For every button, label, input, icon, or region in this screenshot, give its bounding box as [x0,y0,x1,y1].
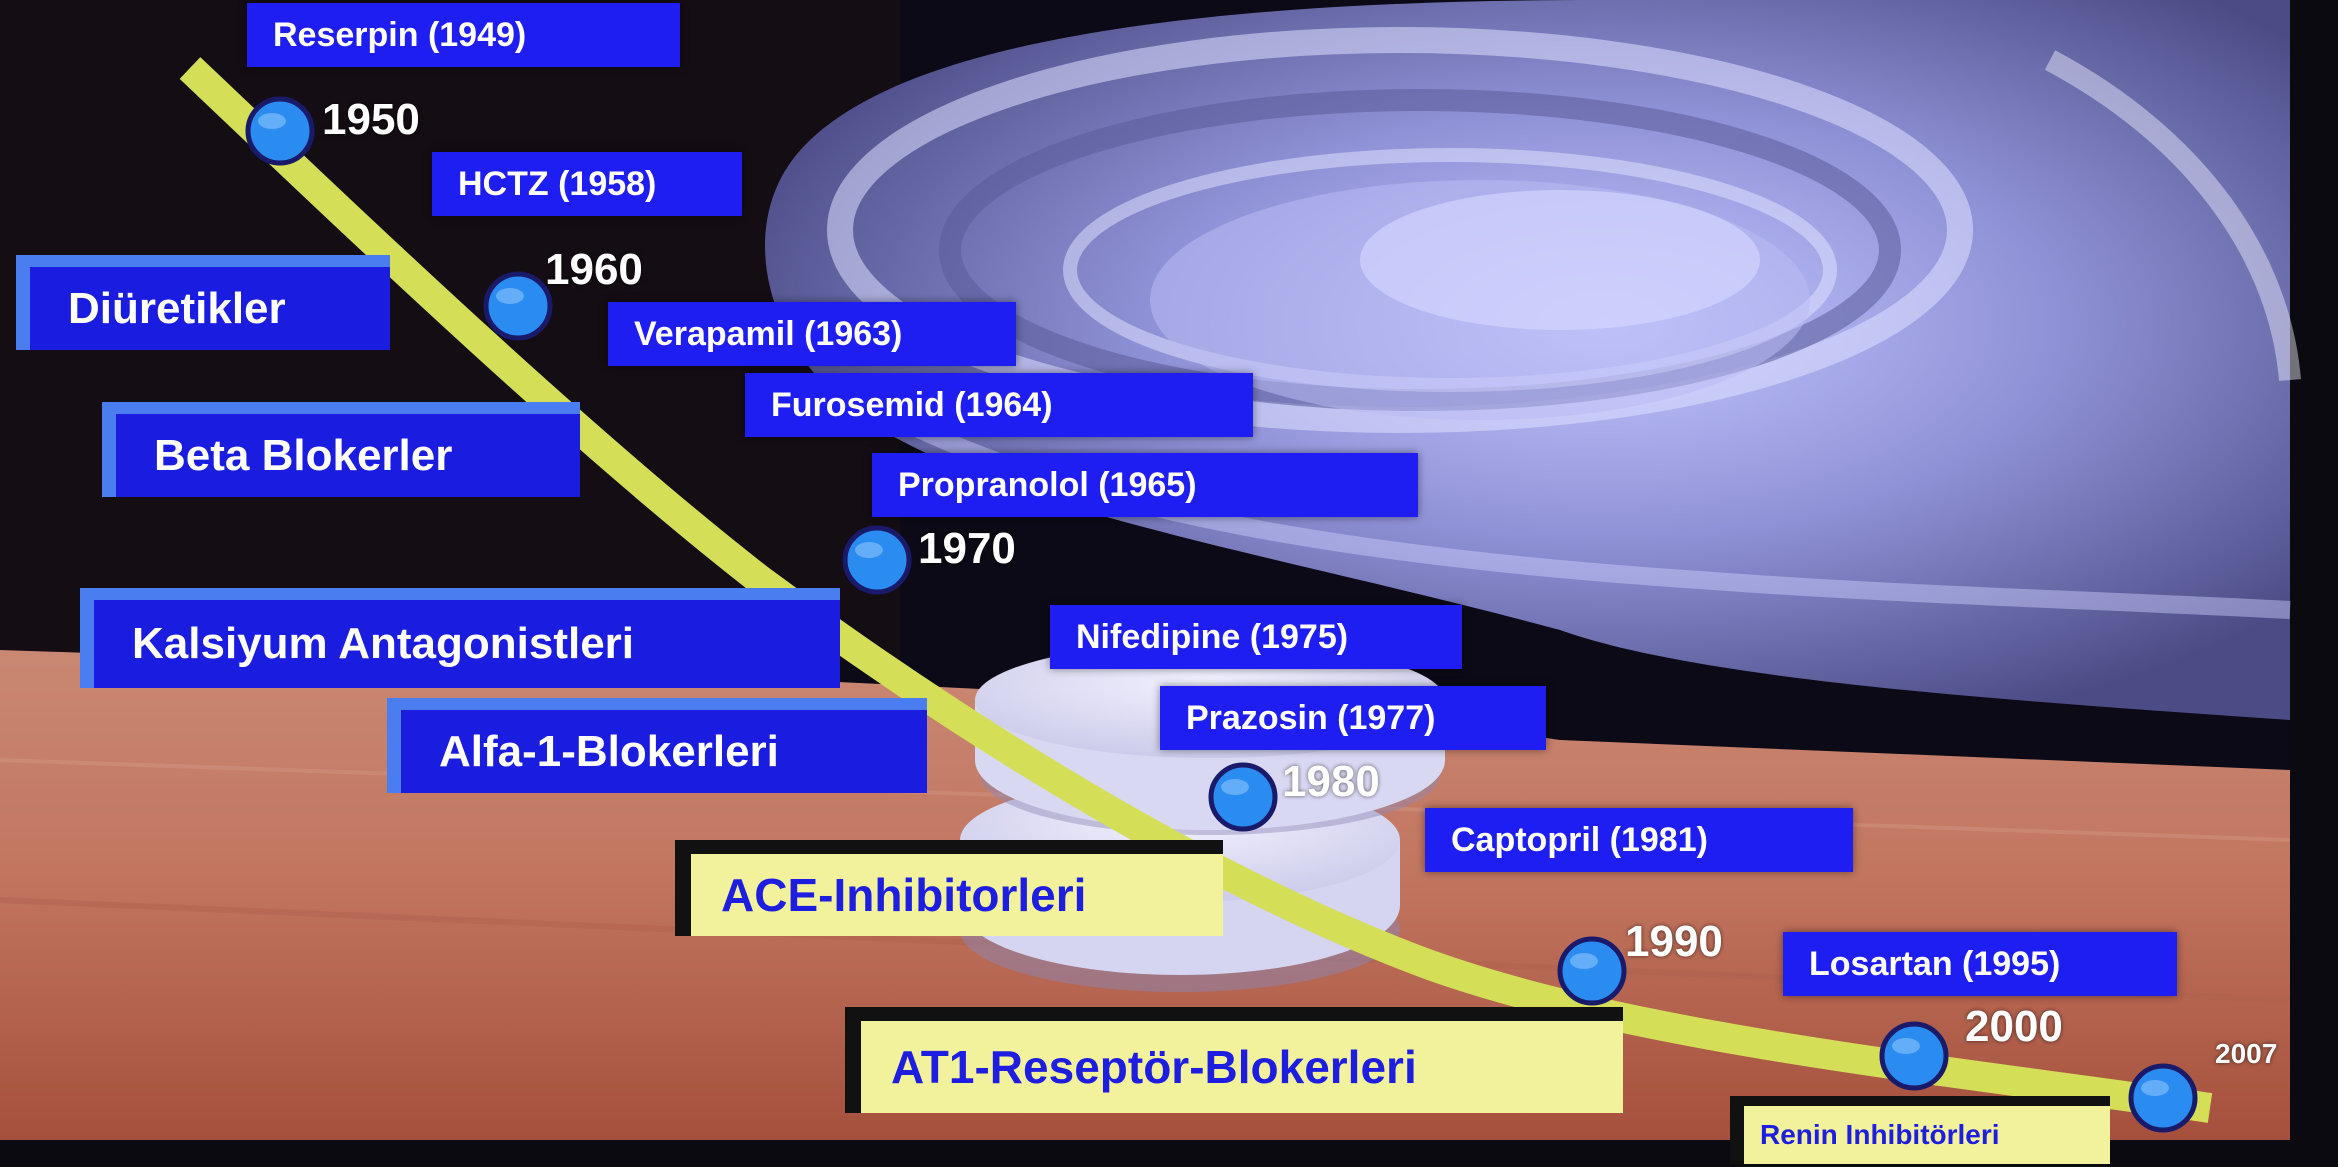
timeline-node-highlight [1221,779,1249,795]
timeline-node-highlight [1892,1038,1920,1054]
timeline-node-2000 [1882,1024,1946,1088]
class-label-ace-inhibitorleri: ACE-Inhibitorleri [675,840,1223,936]
drug-label-reserpin: Reserpin (1949) [247,3,680,67]
class-label-beta-blokerler: Beta Blokerler [102,402,580,497]
drug-label-hctz: HCTZ (1958) [432,152,742,216]
timeline-node-2007 [2131,1066,2195,1130]
timeline-node-highlight [496,288,524,304]
year-label-2000: 2000 [1965,1005,2063,1049]
drug-label-nifedipine: Nifedipine (1975) [1050,605,1462,669]
timeline-node-highlight [258,113,286,129]
timeline-node-1970 [845,528,909,592]
timeline-node-highlight [1570,953,1598,969]
year-label-2007: 2007 [2215,1040,2277,1068]
year-label-1990: 1990 [1625,920,1723,964]
drug-label-captopril: Captopril (1981) [1425,808,1853,872]
timeline-node-1960 [486,274,550,338]
class-label-kalsiyum-antagonistleri: Kalsiyum Antagonistleri [80,588,840,688]
class-label-at1-reseptor-blokerleri: AT1-Reseptör-Blokerleri [845,1007,1623,1113]
drug-label-verapamil: Verapamil (1963) [608,302,1016,366]
drug-label-prazosin: Prazosin (1977) [1160,686,1546,750]
timeline-node-1980 [1211,765,1275,829]
timeline-node-highlight [2141,1080,2169,1096]
year-label-1960: 1960 [545,248,643,292]
class-label-alfa-1-blokerleri: Alfa-1-Blokerleri [387,698,927,793]
drug-label-furosemid: Furosemid (1964) [745,373,1253,437]
class-label-renin-inhibitorleri: Renin Inhibitörleri [1730,1096,2110,1164]
timeline-node-highlight [855,542,883,558]
drug-label-propranolol: Propranolol (1965) [872,453,1418,517]
timeline-node-1990 [1560,939,1624,1003]
class-label-diuretikler: Diüretikler [16,255,390,350]
drug-label-losartan: Losartan (1995) [1783,932,2177,996]
year-label-1970: 1970 [918,527,1016,571]
year-label-1950: 1950 [322,98,420,142]
year-label-1980: 1980 [1282,760,1380,804]
timeline-node-1950 [248,99,312,163]
